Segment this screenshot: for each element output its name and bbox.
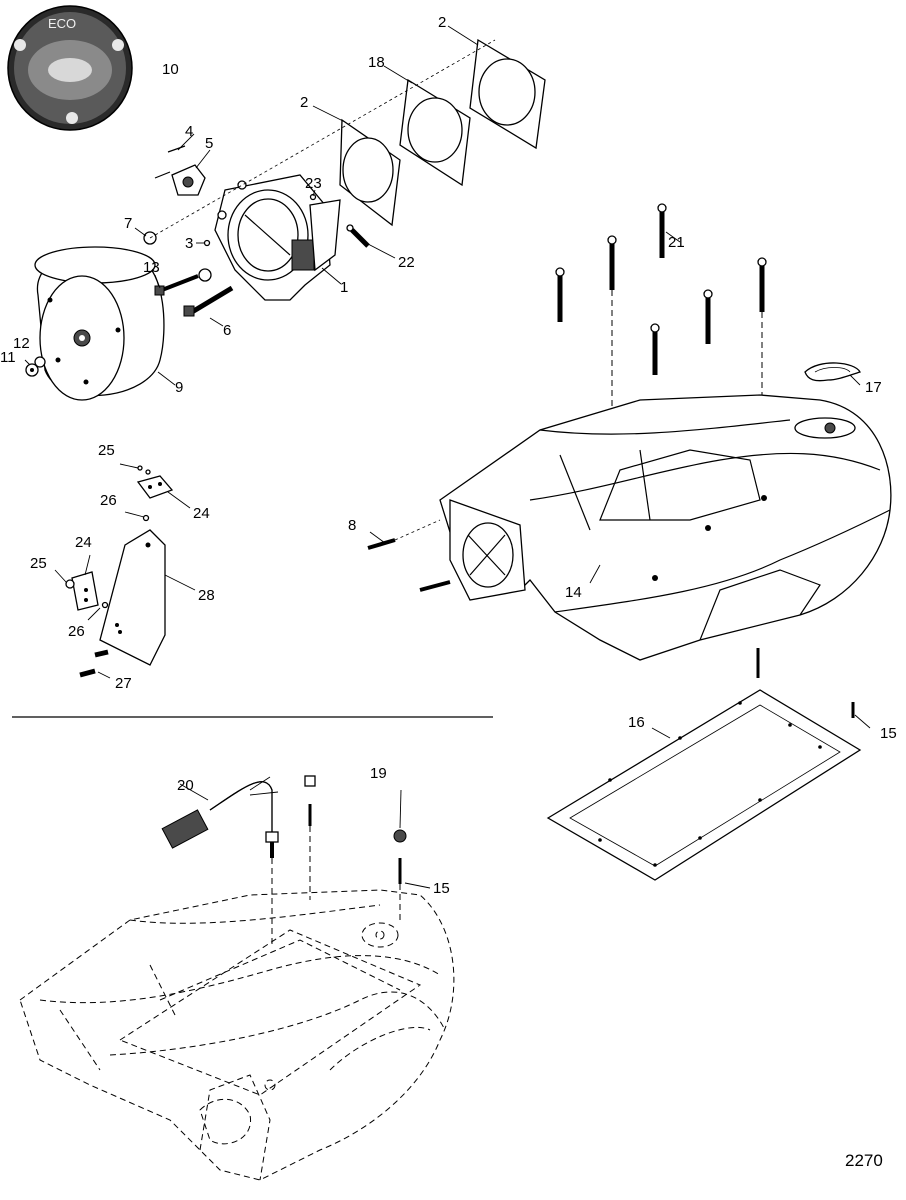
part-28-bracket-plate (99, 529, 166, 666)
figure-number: 2270 (845, 1151, 883, 1170)
callout-16: 16 (628, 714, 645, 731)
part-20-temp-sensor (161, 781, 279, 945)
callout-24: 24 (193, 505, 210, 522)
part-3-ball (203, 239, 211, 247)
callout-15: 15 (880, 725, 897, 742)
part-22-fitting (346, 224, 370, 248)
callout-7: 7 (124, 215, 132, 232)
part-18-gasket (399, 78, 471, 187)
callout-4: 4 (185, 123, 193, 140)
part-2-gasket-rear (469, 38, 546, 150)
part-26-washer-upper (142, 514, 150, 522)
callout-27: 27 (115, 675, 132, 692)
part-24-bracket-lower (71, 571, 99, 611)
part-16-base-gasket (546, 689, 862, 881)
part-9-disc-cover (34, 246, 165, 401)
part-6-bolt (183, 285, 234, 317)
part-1-throttle-body (214, 174, 341, 301)
part-24-bracket-upper (136, 475, 174, 499)
callout-23: 23 (305, 175, 322, 192)
callout-14: 14 (565, 584, 582, 601)
part-14-intake-plenum (439, 394, 892, 661)
part-4-screws (154, 145, 186, 179)
part-5-sensor (171, 164, 206, 196)
part-2-gasket-front (339, 118, 401, 227)
callout-20: 20 (177, 777, 194, 794)
leader-lines (24, 25, 871, 889)
callout-13: 13 (143, 259, 160, 276)
callout-26: 26 (100, 492, 117, 509)
part-19-nut (393, 829, 407, 843)
callout-15: 15 (433, 880, 450, 897)
part-25-screws-upper (137, 465, 151, 475)
part-13-bolt (154, 268, 212, 296)
callout-12: 12 (13, 335, 30, 352)
part-11-12-nut-washer (25, 356, 46, 377)
emblem-text: ECO (48, 16, 76, 31)
callout-28: 28 (198, 587, 215, 604)
callout-6: 6 (223, 322, 231, 339)
phantom-plenum-assembly (19, 889, 455, 1181)
part-21-bolts (555, 203, 767, 375)
callout-25: 25 (98, 442, 115, 459)
callout-18: 18 (368, 54, 385, 71)
part-26-washer-lower (101, 601, 109, 609)
callout-17: 17 (865, 379, 882, 396)
callout-19: 19 (370, 765, 387, 782)
part-27-bolts (79, 649, 109, 678)
callout-8: 8 (348, 517, 356, 534)
part-23-ball (309, 193, 317, 201)
callout-11: 11 (0, 349, 16, 366)
part-17-clip (804, 362, 861, 382)
part-25-screw-lower (65, 579, 75, 589)
stud-and-nut-center (304, 775, 316, 900)
callout-25: 25 (30, 555, 47, 572)
callout-21: 21 (668, 234, 685, 251)
callout-1: 1 (340, 279, 348, 296)
callout-5: 5 (205, 135, 213, 152)
callout-9: 9 (175, 379, 183, 396)
callout-2: 2 (300, 94, 308, 111)
callout-24: 24 (75, 534, 92, 551)
part-10-emblem: ECO (7, 5, 133, 131)
part-8-studs (367, 519, 451, 592)
callout-2: 2 (438, 14, 446, 31)
callout-22: 22 (398, 254, 415, 271)
callout-3: 3 (185, 235, 193, 252)
callout-labels: 2 18 2 10 4 5 23 7 3 21 22 13 1 6 12 11 … (0, 14, 897, 1170)
callout-26: 26 (68, 623, 85, 640)
assembly-axis (149, 39, 496, 239)
callout-10: 10 (162, 61, 179, 78)
